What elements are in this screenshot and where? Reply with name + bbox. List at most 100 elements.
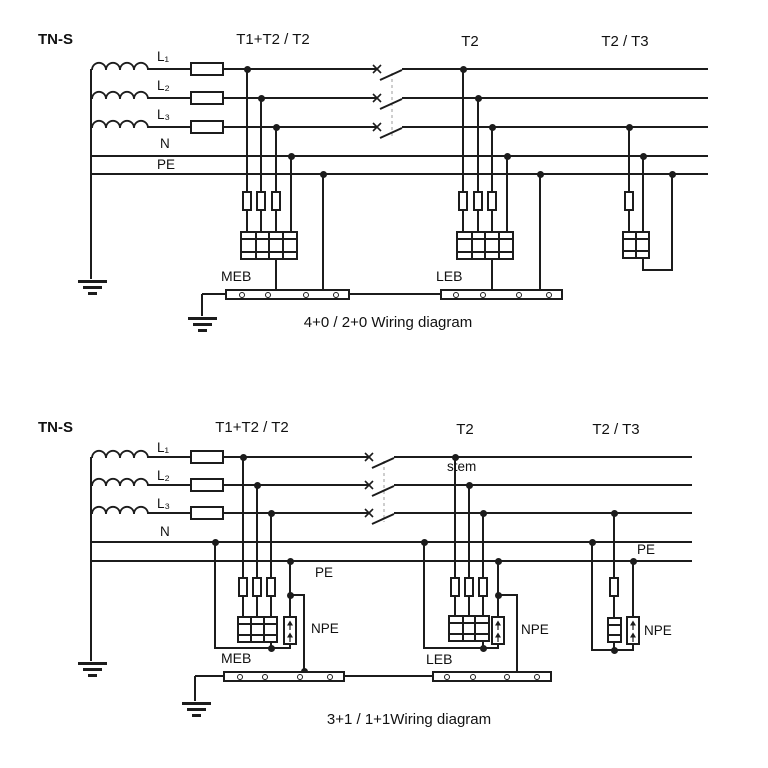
- junction-dot: [536, 170, 544, 178]
- busbar-hole: [546, 291, 552, 298]
- npe-bottom-wire: [497, 644, 499, 649]
- pe-label-right-section: PE: [637, 542, 656, 557]
- ground-bar: [187, 317, 217, 320]
- inductor-coil-icon: [91, 61, 149, 71]
- tap-wire: [642, 156, 644, 231]
- ground-bar: [87, 292, 97, 295]
- junction-dot: [319, 170, 327, 178]
- line-phase: [224, 456, 369, 458]
- inductor-coil-icon: [91, 505, 149, 515]
- spd-block: [622, 231, 650, 259]
- line-fuse: [190, 120, 224, 134]
- tap-wire: [260, 98, 262, 231]
- line-label-n: N: [160, 136, 170, 151]
- spd-earth-wire: [275, 260, 277, 290]
- spd-fuse: [487, 191, 497, 211]
- ground-bar: [82, 668, 102, 671]
- busbar-hole: [237, 673, 243, 680]
- tap-wire: [290, 156, 292, 231]
- spd-divider-bottom: [239, 634, 276, 636]
- section-label-middle: T2: [461, 33, 479, 50]
- busbar-hole: [470, 673, 476, 680]
- junction-dot: [267, 644, 275, 652]
- tap-wire: [462, 69, 464, 231]
- ground-bar: [77, 662, 107, 665]
- busbar-leb: [440, 289, 563, 300]
- spd-module-divider: [268, 233, 270, 258]
- pe-branch-wire: [290, 594, 305, 596]
- line-phase: [148, 97, 190, 99]
- system-label: TN-S: [38, 419, 73, 436]
- pe-branch-wire: [498, 594, 518, 596]
- spd-block: [237, 616, 278, 643]
- npe-label-left: NPE: [311, 621, 339, 636]
- junction-dot: [629, 557, 637, 565]
- spd-divider-top: [458, 238, 512, 240]
- section-label-middle: T2: [456, 421, 474, 438]
- ground-bar: [82, 286, 102, 289]
- npe-label-middle: NPE: [521, 622, 549, 637]
- tap-wire: [506, 156, 508, 231]
- npe-label-right: NPE: [644, 623, 672, 638]
- junction-dot: [479, 509, 487, 517]
- junction-dot: [503, 152, 511, 160]
- spd-block: [607, 617, 622, 643]
- busbar-label-meb: MEB: [221, 268, 252, 284]
- busbar-hole: [480, 291, 486, 298]
- junction-dot: [588, 538, 596, 546]
- ground-bar: [181, 702, 211, 705]
- spd-divider-bottom: [450, 633, 488, 635]
- ground-bar: [192, 323, 212, 326]
- source-vertical: [90, 69, 92, 279]
- junction-dot: [287, 152, 295, 160]
- line-phase: [402, 126, 708, 128]
- spd-fuse: [238, 577, 248, 597]
- junction-dot: [253, 481, 261, 489]
- spd-fuse: [458, 191, 468, 211]
- ground-bar: [87, 674, 97, 677]
- inductor-coil-icon: [91, 477, 149, 487]
- junction-dot: [610, 646, 618, 654]
- inductor-coil-icon: [91, 119, 149, 129]
- line-phase: [394, 512, 692, 514]
- spd-earth-wire: [642, 258, 644, 271]
- n-common-wire: [424, 647, 499, 649]
- line-phase: [224, 97, 377, 99]
- line-phase: [224, 512, 369, 514]
- junction-dot: [474, 94, 482, 102]
- junction-dot: [610, 509, 618, 517]
- line-phase: [224, 68, 377, 70]
- tap-wire: [256, 485, 258, 616]
- meb-ground-wire: [202, 293, 225, 295]
- ground-bar: [191, 714, 201, 717]
- line-phase: [394, 484, 692, 486]
- line-phase: [148, 484, 190, 486]
- junction-dot: [267, 509, 275, 517]
- tap-wire: [482, 513, 484, 615]
- busbar-hole: [262, 673, 268, 680]
- stem-annotation: stem: [447, 459, 477, 474]
- n-common-wire: [215, 647, 291, 649]
- npe-arrows-icon: [287, 620, 293, 642]
- line-fuse: [190, 91, 224, 105]
- spd-earth-wire: [643, 269, 673, 271]
- spd-module-divider: [461, 617, 464, 640]
- section-label-right: T2 / T3: [592, 421, 640, 438]
- line-phase: [224, 484, 369, 486]
- tap-wire: [491, 127, 493, 231]
- junction-dot: [451, 453, 459, 461]
- n-tap-wire: [591, 542, 593, 651]
- busbar-meb: [223, 671, 345, 682]
- busbar-hole: [444, 673, 450, 680]
- spd-fuse: [609, 577, 619, 597]
- busbar-label-leb: LEB: [426, 651, 453, 667]
- spd-block: [456, 231, 514, 260]
- spd-fuse: [256, 191, 266, 211]
- spd-divider-top: [450, 622, 488, 624]
- line-fuse: [190, 62, 224, 76]
- spd-module-divider: [254, 233, 257, 258]
- spd-earth-wire: [491, 260, 493, 290]
- pe-tap-wire: [289, 561, 291, 616]
- spd-fuse: [242, 191, 252, 211]
- pe-branch-wire: [516, 595, 518, 672]
